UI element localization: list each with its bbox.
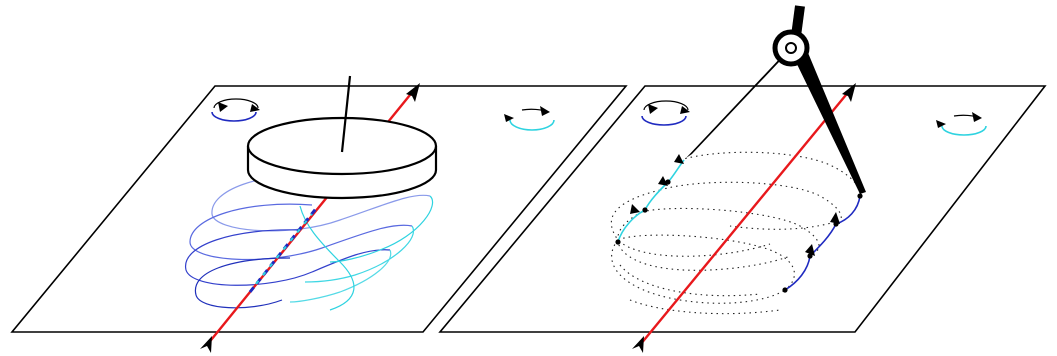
rotation-arrow-icon [641, 100, 690, 126]
rotation-arrow-icon [211, 98, 260, 122]
left-plane [10, 85, 628, 333]
traced-arcs [615, 154, 863, 293]
compass-icon [686, 5, 866, 194]
left-panel [10, 75, 628, 353]
right-panel [438, 5, 1047, 353]
right-plane [438, 85, 1047, 333]
dotted-helix [611, 151, 861, 315]
arrowhead-icon [406, 83, 420, 102]
disk-spindle [340, 75, 352, 153]
left-helix [185, 174, 434, 311]
right-axis [639, 89, 851, 346]
arrowhead-icon [842, 83, 856, 102]
left-axis-helix-projection-cyan [255, 213, 313, 285]
arrowhead-icon [632, 336, 644, 353]
left-axis-helix-projection [248, 205, 320, 293]
arrowhead-icon [200, 336, 212, 353]
disk-icon [246, 75, 438, 200]
rotation-arrow-icon [936, 112, 987, 136]
rotation-arrow-icon [504, 106, 555, 131]
